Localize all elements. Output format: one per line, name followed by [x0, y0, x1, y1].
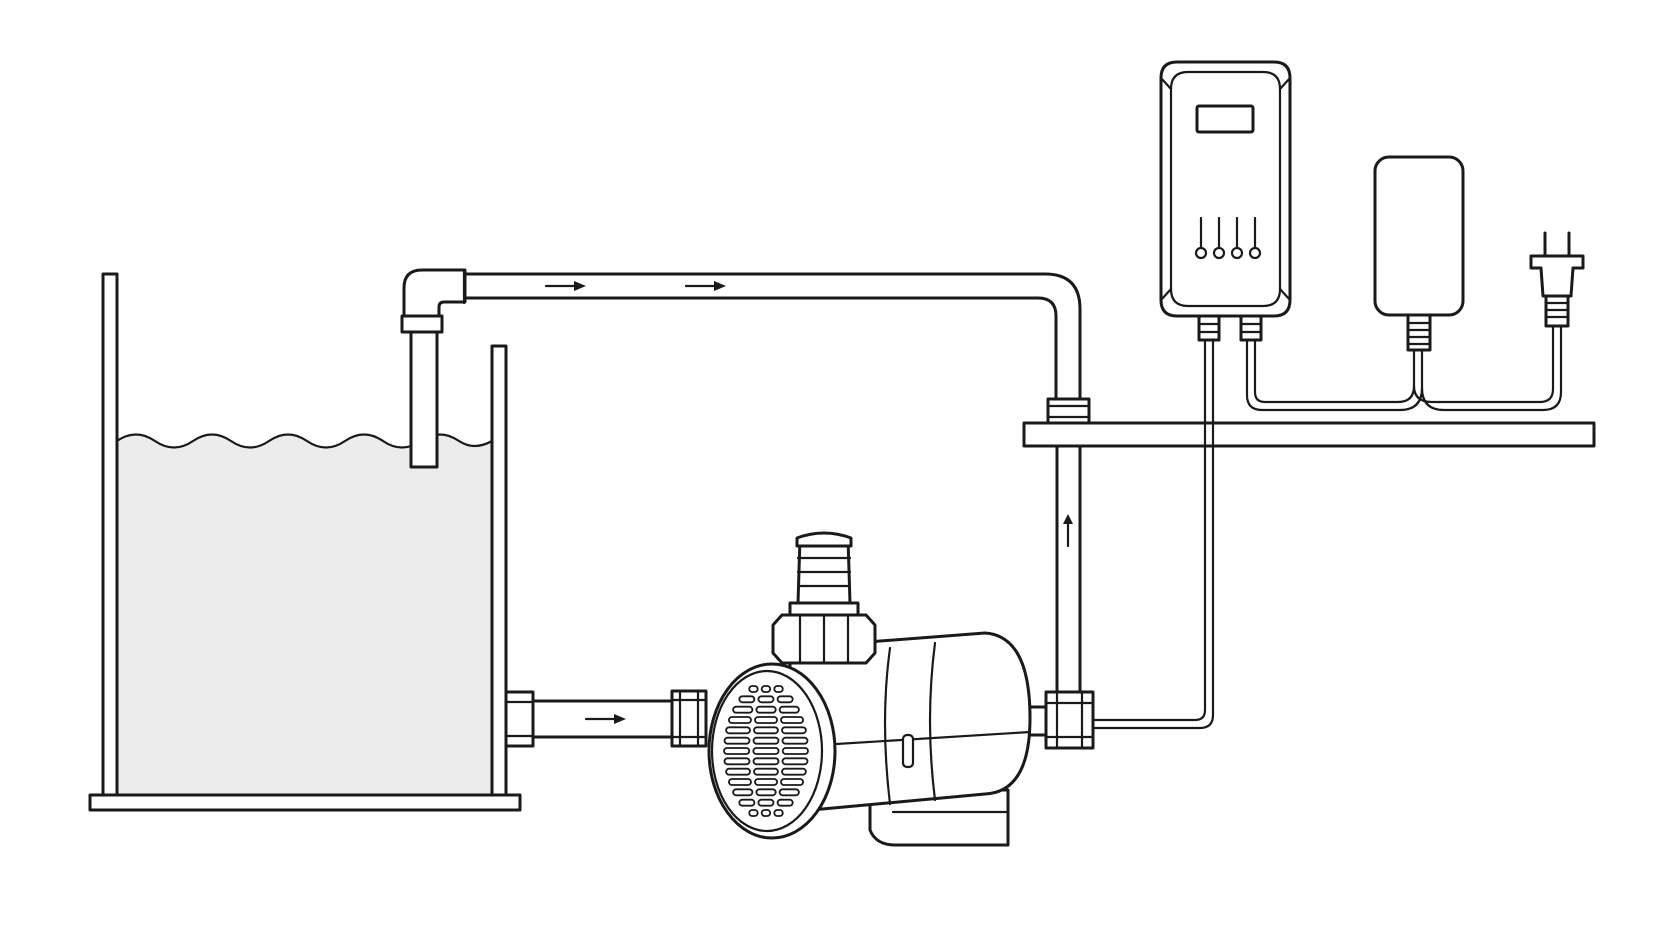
- intake-slot: [781, 757, 809, 766]
- intake-slot: [778, 788, 800, 797]
- controller-connector-left: [1197, 314, 1221, 342]
- tank-base: [88, 793, 522, 812]
- adapter-plug-cable-inner: [1412, 324, 1555, 404]
- pump-indicator-slot: [901, 733, 915, 769]
- pump-body-seam-2: [928, 641, 937, 802]
- intake-slot: [781, 726, 807, 735]
- intake-slot: [728, 716, 752, 724]
- controller-power-cable-inner: [1253, 338, 1416, 404]
- tank-outlet-union: [504, 690, 535, 748]
- intake-slot: [760, 685, 772, 693]
- pump-hose-barb: [796, 536, 852, 605]
- pump-hose-barb-top: [795, 531, 853, 548]
- return-drop-pipe: [409, 328, 439, 469]
- intake-slot: [738, 798, 756, 807]
- riser-pipe: [1055, 444, 1082, 694]
- return-pipe: [400, 268, 1091, 469]
- water-pump: [707, 531, 1095, 847]
- intake-slot: [781, 767, 807, 776]
- pump-cable-outer: [1093, 338, 1215, 730]
- intake-slot: [732, 788, 754, 797]
- intake-slot: [754, 716, 779, 724]
- intake-slot: [780, 716, 805, 724]
- controller-connector-right: [1239, 314, 1263, 342]
- intake-slot: [760, 809, 772, 817]
- intake-slot: [781, 747, 809, 755]
- controller-panel: [1169, 70, 1282, 308]
- intake-slot: [776, 695, 794, 704]
- intake-slot: [773, 685, 784, 693]
- intake-slot: [738, 695, 756, 704]
- intake-slot: [752, 736, 780, 745]
- pump-intake-slots: [723, 685, 809, 817]
- intake-slot: [773, 809, 784, 817]
- intake-slot: [752, 757, 780, 766]
- intake-slot: [780, 778, 805, 786]
- adapter-plug-cable-outer: [1420, 324, 1563, 412]
- water-body: [117, 434, 492, 795]
- top-horizontal-pipe: [463, 272, 1082, 401]
- intake-slot: [723, 736, 751, 745]
- tank-right-wall: [490, 344, 508, 797]
- pump-cable-inner: [1093, 338, 1207, 722]
- intake-slot: [778, 705, 800, 714]
- intake-slot: [748, 685, 759, 693]
- intake-slot: [725, 726, 751, 735]
- mounting-shelf: [1022, 421, 1596, 448]
- intake-slot: [753, 767, 779, 776]
- flow-arrow-riser: [1063, 514, 1073, 548]
- water-tank: [88, 272, 522, 812]
- intake-slot: [754, 778, 779, 786]
- intake-slot: [723, 747, 751, 755]
- intake-slot: [757, 798, 775, 807]
- intake-slot: [781, 736, 809, 745]
- pump-outlet-union: [1044, 690, 1095, 750]
- plug-head: [1529, 254, 1585, 298]
- intake-slot: [753, 726, 779, 735]
- cables: [1093, 324, 1563, 730]
- intake-slot: [755, 705, 777, 714]
- pump-controller: [1159, 60, 1292, 342]
- power-plug: [1529, 231, 1585, 328]
- return-elbow-ring: [400, 314, 444, 334]
- intake-slot: [757, 695, 775, 704]
- intake-slot: [723, 757, 751, 766]
- pump-base: [868, 788, 1010, 847]
- pump-body-seam-1: [883, 646, 892, 806]
- tank-left-wall: [101, 272, 119, 797]
- pump-body-band: [818, 730, 1032, 747]
- adapter-body: [1373, 155, 1465, 317]
- controller-housing: [1159, 60, 1292, 318]
- intake-slot: [728, 778, 752, 786]
- controller-display: [1195, 104, 1255, 134]
- flow-arrow-top-2: [684, 281, 726, 291]
- intake-slot: [752, 747, 780, 755]
- intake-slot: [748, 809, 759, 817]
- intake-slot: [732, 705, 754, 714]
- riser-pipe-body: [1055, 444, 1082, 694]
- pump-motor-body: [788, 631, 1032, 814]
- controller-power-cable-outer: [1245, 338, 1424, 412]
- pump-outlet-collar: [788, 601, 860, 617]
- controller-knobs: [1194, 216, 1262, 260]
- flow-arrows: [544, 281, 1073, 724]
- flow-arrow-top-1: [544, 281, 586, 291]
- riser-top-union: [1046, 397, 1091, 426]
- intake-slot: [776, 798, 794, 807]
- intake-slot: [755, 788, 777, 797]
- flow-arrow-inlet: [584, 714, 626, 724]
- intake-slot: [725, 767, 751, 776]
- power-adapter: [1373, 155, 1465, 352]
